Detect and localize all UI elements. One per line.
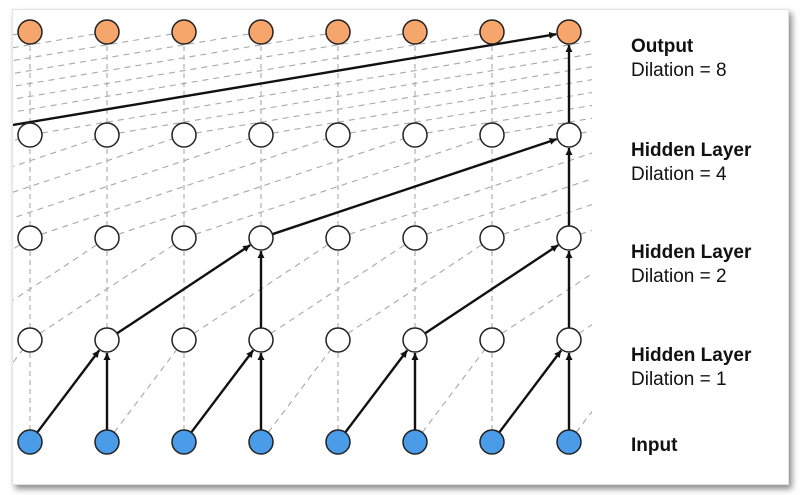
connection-arrow — [190, 349, 255, 434]
layer-dilation: Dilation = 2 — [631, 266, 727, 287]
input-node — [171, 429, 197, 455]
connection-arrow — [271, 137, 558, 236]
layer-dilation: Dilation = 1 — [631, 369, 727, 390]
dashed-edge — [13, 33, 404, 100]
dashed-edge — [39, 244, 175, 334]
output-node — [402, 19, 428, 45]
hidden4-node — [402, 122, 428, 148]
dashed-edge — [13, 33, 250, 75]
hidden4-node — [171, 122, 197, 148]
dashed-edge — [13, 138, 96, 168]
output-node — [479, 19, 505, 45]
hidden1-node — [17, 327, 43, 353]
output-node — [171, 19, 197, 45]
hidden1-node — [325, 327, 351, 353]
dashed-edge — [13, 138, 19, 142]
dashed-edge — [13, 138, 173, 193]
input-node — [17, 429, 43, 455]
hidden4-node — [325, 122, 351, 148]
dashed-edge — [13, 33, 19, 36]
hidden4-node — [248, 122, 274, 148]
hidden2-node — [402, 225, 428, 251]
layer-dilation: Dilation = 4 — [631, 164, 727, 185]
dashed-edge — [13, 244, 98, 301]
connection-arrow — [13, 31, 557, 127]
output-node — [248, 19, 274, 45]
input-node — [556, 429, 582, 455]
hidden4-node — [94, 122, 120, 148]
dashed-edge — [13, 33, 173, 62]
dashed-edge — [267, 349, 332, 433]
dashed-edge — [421, 349, 486, 433]
hidden1-node — [556, 327, 582, 353]
nodes — [17, 19, 582, 455]
layer-title: Input — [631, 435, 678, 456]
layer-title: Hidden Layer — [631, 345, 752, 366]
connection-arrow — [36, 349, 101, 434]
layer-label-hidden4: Hidden Layer Dilation = 4 — [631, 139, 751, 187]
dashed-edge — [575, 410, 592, 433]
hidden1-node — [402, 327, 428, 353]
layer-label-input: Input — [631, 434, 677, 458]
input-node — [248, 429, 274, 455]
hidden4-node — [556, 122, 582, 148]
connection-arrow — [498, 349, 563, 434]
dashed-edge — [349, 91, 592, 134]
dashed-edge — [13, 33, 481, 113]
input-node — [94, 429, 120, 455]
hidden4-node — [17, 122, 43, 148]
input-node — [479, 429, 505, 455]
hidden2-node — [248, 225, 274, 251]
dashed-edge — [13, 33, 327, 87]
hidden2-node — [556, 225, 582, 251]
layer-label-hidden2: Hidden Layer Dilation = 2 — [631, 241, 751, 289]
connection-arrow — [116, 244, 251, 335]
layer-label-hidden1: Hidden Layer Dilation = 1 — [631, 344, 751, 392]
hidden1-node — [479, 327, 505, 353]
hidden4-node — [479, 122, 505, 148]
connection-arrow — [424, 244, 559, 335]
hidden1-node — [94, 327, 120, 353]
input-node — [325, 429, 351, 455]
output-node — [17, 19, 43, 45]
dashed-edge — [270, 244, 406, 334]
layer-label-output: Output Dilation = 8 — [631, 35, 727, 83]
hidden2-node — [94, 225, 120, 251]
hidden1-node — [248, 327, 274, 353]
hidden2-node — [479, 225, 505, 251]
input-node — [402, 429, 428, 455]
dashed-edge — [347, 244, 483, 334]
output-node — [94, 19, 120, 45]
hidden2-node — [17, 225, 43, 251]
dashed-edge — [13, 244, 21, 250]
output-node — [556, 19, 582, 45]
dashed-edge — [113, 349, 178, 433]
dashed-edge — [41, 40, 592, 134]
layer-title: Output — [631, 36, 694, 57]
hidden2-node — [171, 225, 197, 251]
hidden2-node — [325, 225, 351, 251]
active-connections — [13, 31, 573, 434]
layer-title: Hidden Layer — [631, 140, 752, 161]
output-node — [325, 19, 351, 45]
dashed-edge — [118, 53, 592, 134]
dashed-edge — [426, 104, 592, 134]
connection-arrow — [344, 349, 409, 434]
dashed-edge — [13, 138, 250, 219]
hidden1-node — [171, 327, 197, 353]
dashed-edge — [13, 349, 24, 364]
layer-dilation: Dilation = 8 — [631, 60, 727, 81]
layer-title: Hidden Layer — [631, 242, 752, 263]
dashed-edge — [195, 66, 592, 134]
